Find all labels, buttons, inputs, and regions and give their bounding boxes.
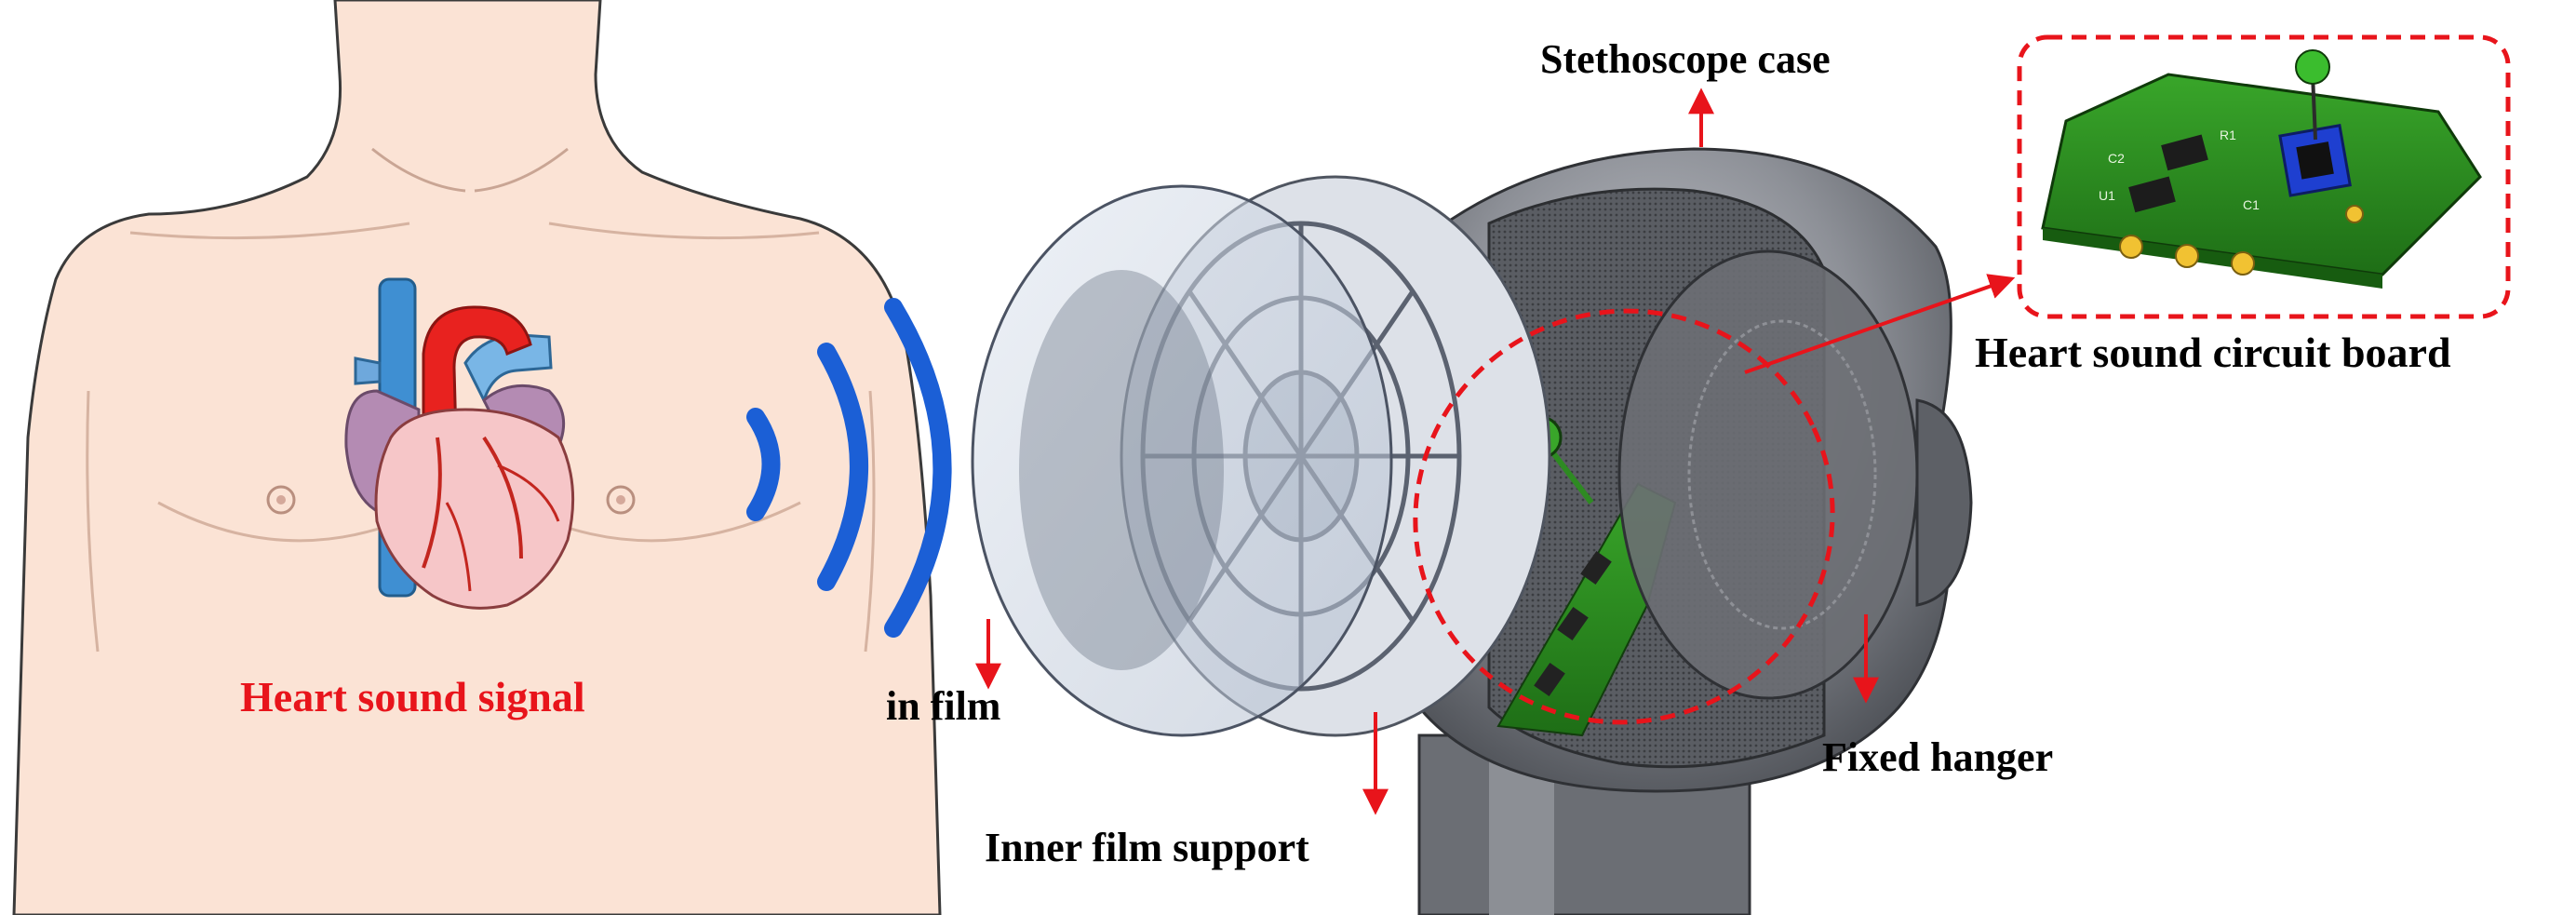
pulmonary-artery [463,333,553,404]
pcb-silk-u1: U1 [2099,188,2115,203]
nipple-left-inner [276,495,286,505]
coronary-artery-1 [422,437,442,569]
arm-crease-right [864,390,876,653]
coronary-artery-4 [445,502,472,592]
coronary-artery-3 [497,464,560,522]
pcb-pad-4 [2345,205,2364,223]
nipple-right-inner [616,495,625,505]
heart-illustration [344,277,575,610]
pcb-pad-2 [2175,244,2199,268]
fixed-hanger-inner [1687,319,1877,630]
nipple-right [606,485,636,515]
pcb-silk-c1: C1 [2243,197,2260,212]
inset-dashed-frame [2017,34,2511,319]
pcb-mic-head [2295,49,2330,85]
pulmonary-vein-left [354,357,382,385]
clavicle-right [548,222,820,240]
pcb-chip-1 [2161,134,2208,171]
annotation-arrows [975,87,2016,815]
aorta [422,305,532,439]
sound-wave-2 [817,343,868,591]
label-inner-film-support: Inner film support [985,825,1309,870]
arm-crease-left [86,390,100,653]
label-fixed-hanger: Fixed hanger [1822,734,2054,780]
label-heart-sound-signal: Heart sound signal [240,673,585,720]
fixed-hanger [1617,249,1919,700]
sound-waves [746,298,952,638]
pcb-silk-r1: R1 [2220,128,2236,142]
circuit-board-inset: C1 C2 U1 R1 [2017,34,2511,319]
case-side-knob [1915,398,1973,607]
pectoral-right [548,501,801,543]
inner-chip-1 [1580,550,1612,585]
arrow-circuit-board [1744,274,2016,374]
label-heart-sound-circuit-board: Heart sound circuit board [1975,329,2451,376]
pcb-sensor-core [2296,141,2334,180]
sound-wave-3 [884,298,952,638]
pcb-chip-2 [2128,176,2176,213]
in-film-disk [971,184,1393,737]
inner-chip-2 [1557,606,1589,641]
sound-wave-1 [746,408,781,521]
inner-chip-3 [1534,662,1565,697]
coronary-artery-2 [482,436,523,559]
neck-line-right [474,147,569,193]
label-stethoscope-case: Stethoscope case [1540,36,1831,82]
nipple-left [266,485,296,515]
neck-line-left [371,147,466,193]
in-film-shadow [1019,270,1224,670]
pectoral-left [157,501,401,543]
pcb-silk-c2: C2 [2108,151,2125,166]
stethoscope-assembly [971,147,1973,915]
pcb-pad-1 [2119,235,2143,259]
pcb-mic-stalk [2311,74,2317,141]
pcb-highlight-circle [1413,308,1835,725]
clavicle-left [129,222,410,240]
label-in-film: in film [886,683,1001,729]
pcb-pad-3 [2231,251,2255,276]
